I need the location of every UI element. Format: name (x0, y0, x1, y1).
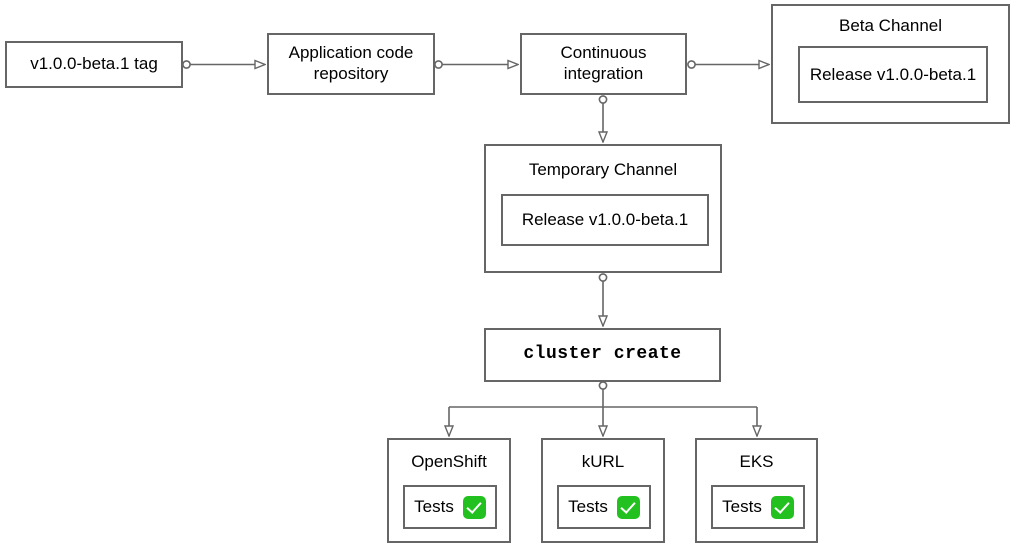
platform-title-eks: EKS (739, 452, 774, 471)
node-version-tag[interactable]: v1.0.0-beta.1 tag (5, 41, 183, 88)
green-check-icon (462, 495, 486, 519)
tests-box-openshift[interactable]: Tests (403, 485, 497, 529)
node-continuous-integration[interactable]: Continuous integration (520, 33, 687, 95)
temporary-channel-title: Temporary Channel (528, 160, 678, 179)
container-beta-channel[interactable]: Beta Channel Release v1.0.0-beta.1 (771, 4, 1010, 124)
node-application-code-repository[interactable]: Application code repository (267, 33, 435, 95)
tests-box-eks[interactable]: Tests (711, 485, 805, 529)
container-platform-kurl[interactable]: kURL Tests (541, 438, 665, 543)
container-temporary-channel[interactable]: Temporary Channel Release v1.0.0-beta.1 (484, 144, 722, 273)
tests-box-kurl[interactable]: Tests (557, 485, 651, 529)
green-check-icon (616, 495, 640, 519)
beta-channel-release-box[interactable]: Release v1.0.0-beta.1 (798, 46, 988, 103)
beta-channel-title: Beta Channel (838, 16, 943, 35)
platform-title-kurl: kURL (581, 452, 625, 471)
container-platform-openshift[interactable]: OpenShift Tests (387, 438, 511, 543)
node-cluster-create[interactable]: cluster create (484, 328, 721, 382)
platform-title-openshift: OpenShift (411, 452, 487, 471)
temporary-channel-release-box[interactable]: Release v1.0.0-beta.1 (501, 194, 709, 246)
container-platform-eks[interactable]: EKS Tests (695, 438, 818, 543)
tests-label: Tests (414, 497, 454, 516)
green-check-icon (770, 495, 794, 519)
tests-label: Tests (568, 497, 608, 516)
tests-label: Tests (722, 497, 762, 516)
